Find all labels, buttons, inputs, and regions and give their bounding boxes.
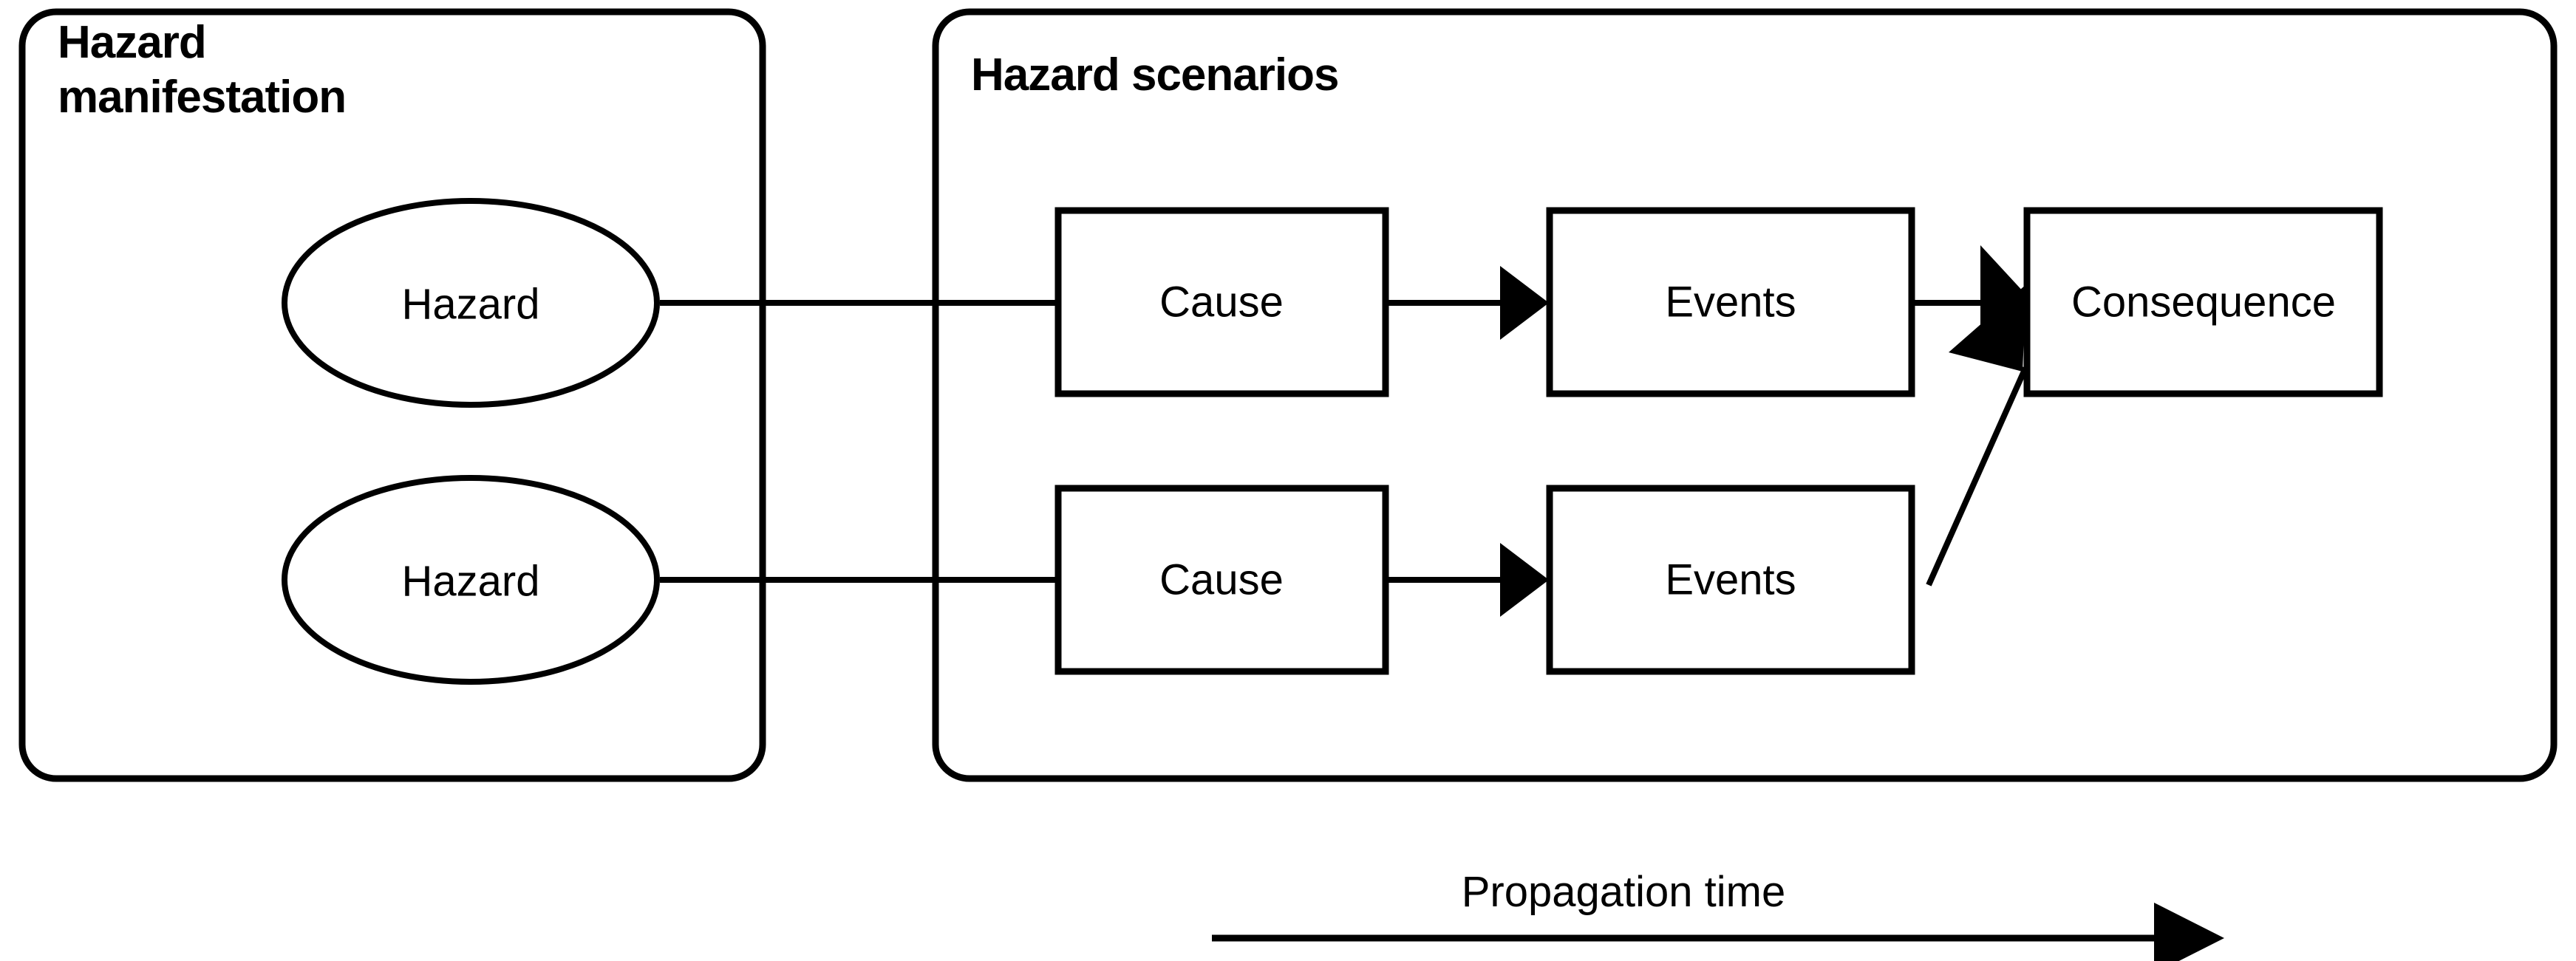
node-events-top-label: Events — [1665, 278, 1796, 326]
node-events-bottom-label: Events — [1665, 555, 1796, 603]
node-hazard-bottom-label: Hazard — [402, 557, 540, 605]
arrowhead-events-bottom-to-consequence — [1949, 284, 2026, 372]
panel-hazard-manifestation-title-line2: manifestation — [58, 72, 346, 123]
node-hazard-top-label: Hazard — [402, 280, 540, 328]
arrowhead-cause-top-to-events-top — [1500, 266, 1549, 340]
propagation-time-label: Propagation time — [1462, 868, 1785, 916]
connector-events-bottom-to-consequence — [1926, 366, 2028, 586]
node-hazard-bottom[interactable] — [282, 475, 660, 685]
node-consequence-label: Consequence — [2071, 278, 2336, 326]
node-cause-bottom[interactable] — [1054, 485, 1389, 675]
node-consequence[interactable] — [2023, 207, 2383, 397]
node-cause-bottom-label: Cause — [1159, 555, 1284, 603]
node-hazard-top[interactable] — [282, 198, 660, 408]
panel-hazard-manifestation-title-line1: Hazard — [58, 17, 206, 68]
panel-hazard-scenarios — [932, 8, 2558, 782]
node-events-top[interactable] — [1546, 207, 1915, 397]
node-cause-top-label: Cause — [1159, 278, 1284, 326]
node-events-bottom[interactable] — [1546, 485, 1915, 675]
panel-hazard-scenarios-title-line1: Hazard scenarios — [971, 49, 1338, 100]
panel-hazard-manifestation — [18, 8, 766, 782]
arrowhead-propagation-time — [2154, 903, 2224, 961]
arrowhead-cause-bottom-to-events-bottom — [1500, 543, 1549, 617]
node-cause-top[interactable] — [1054, 207, 1389, 397]
